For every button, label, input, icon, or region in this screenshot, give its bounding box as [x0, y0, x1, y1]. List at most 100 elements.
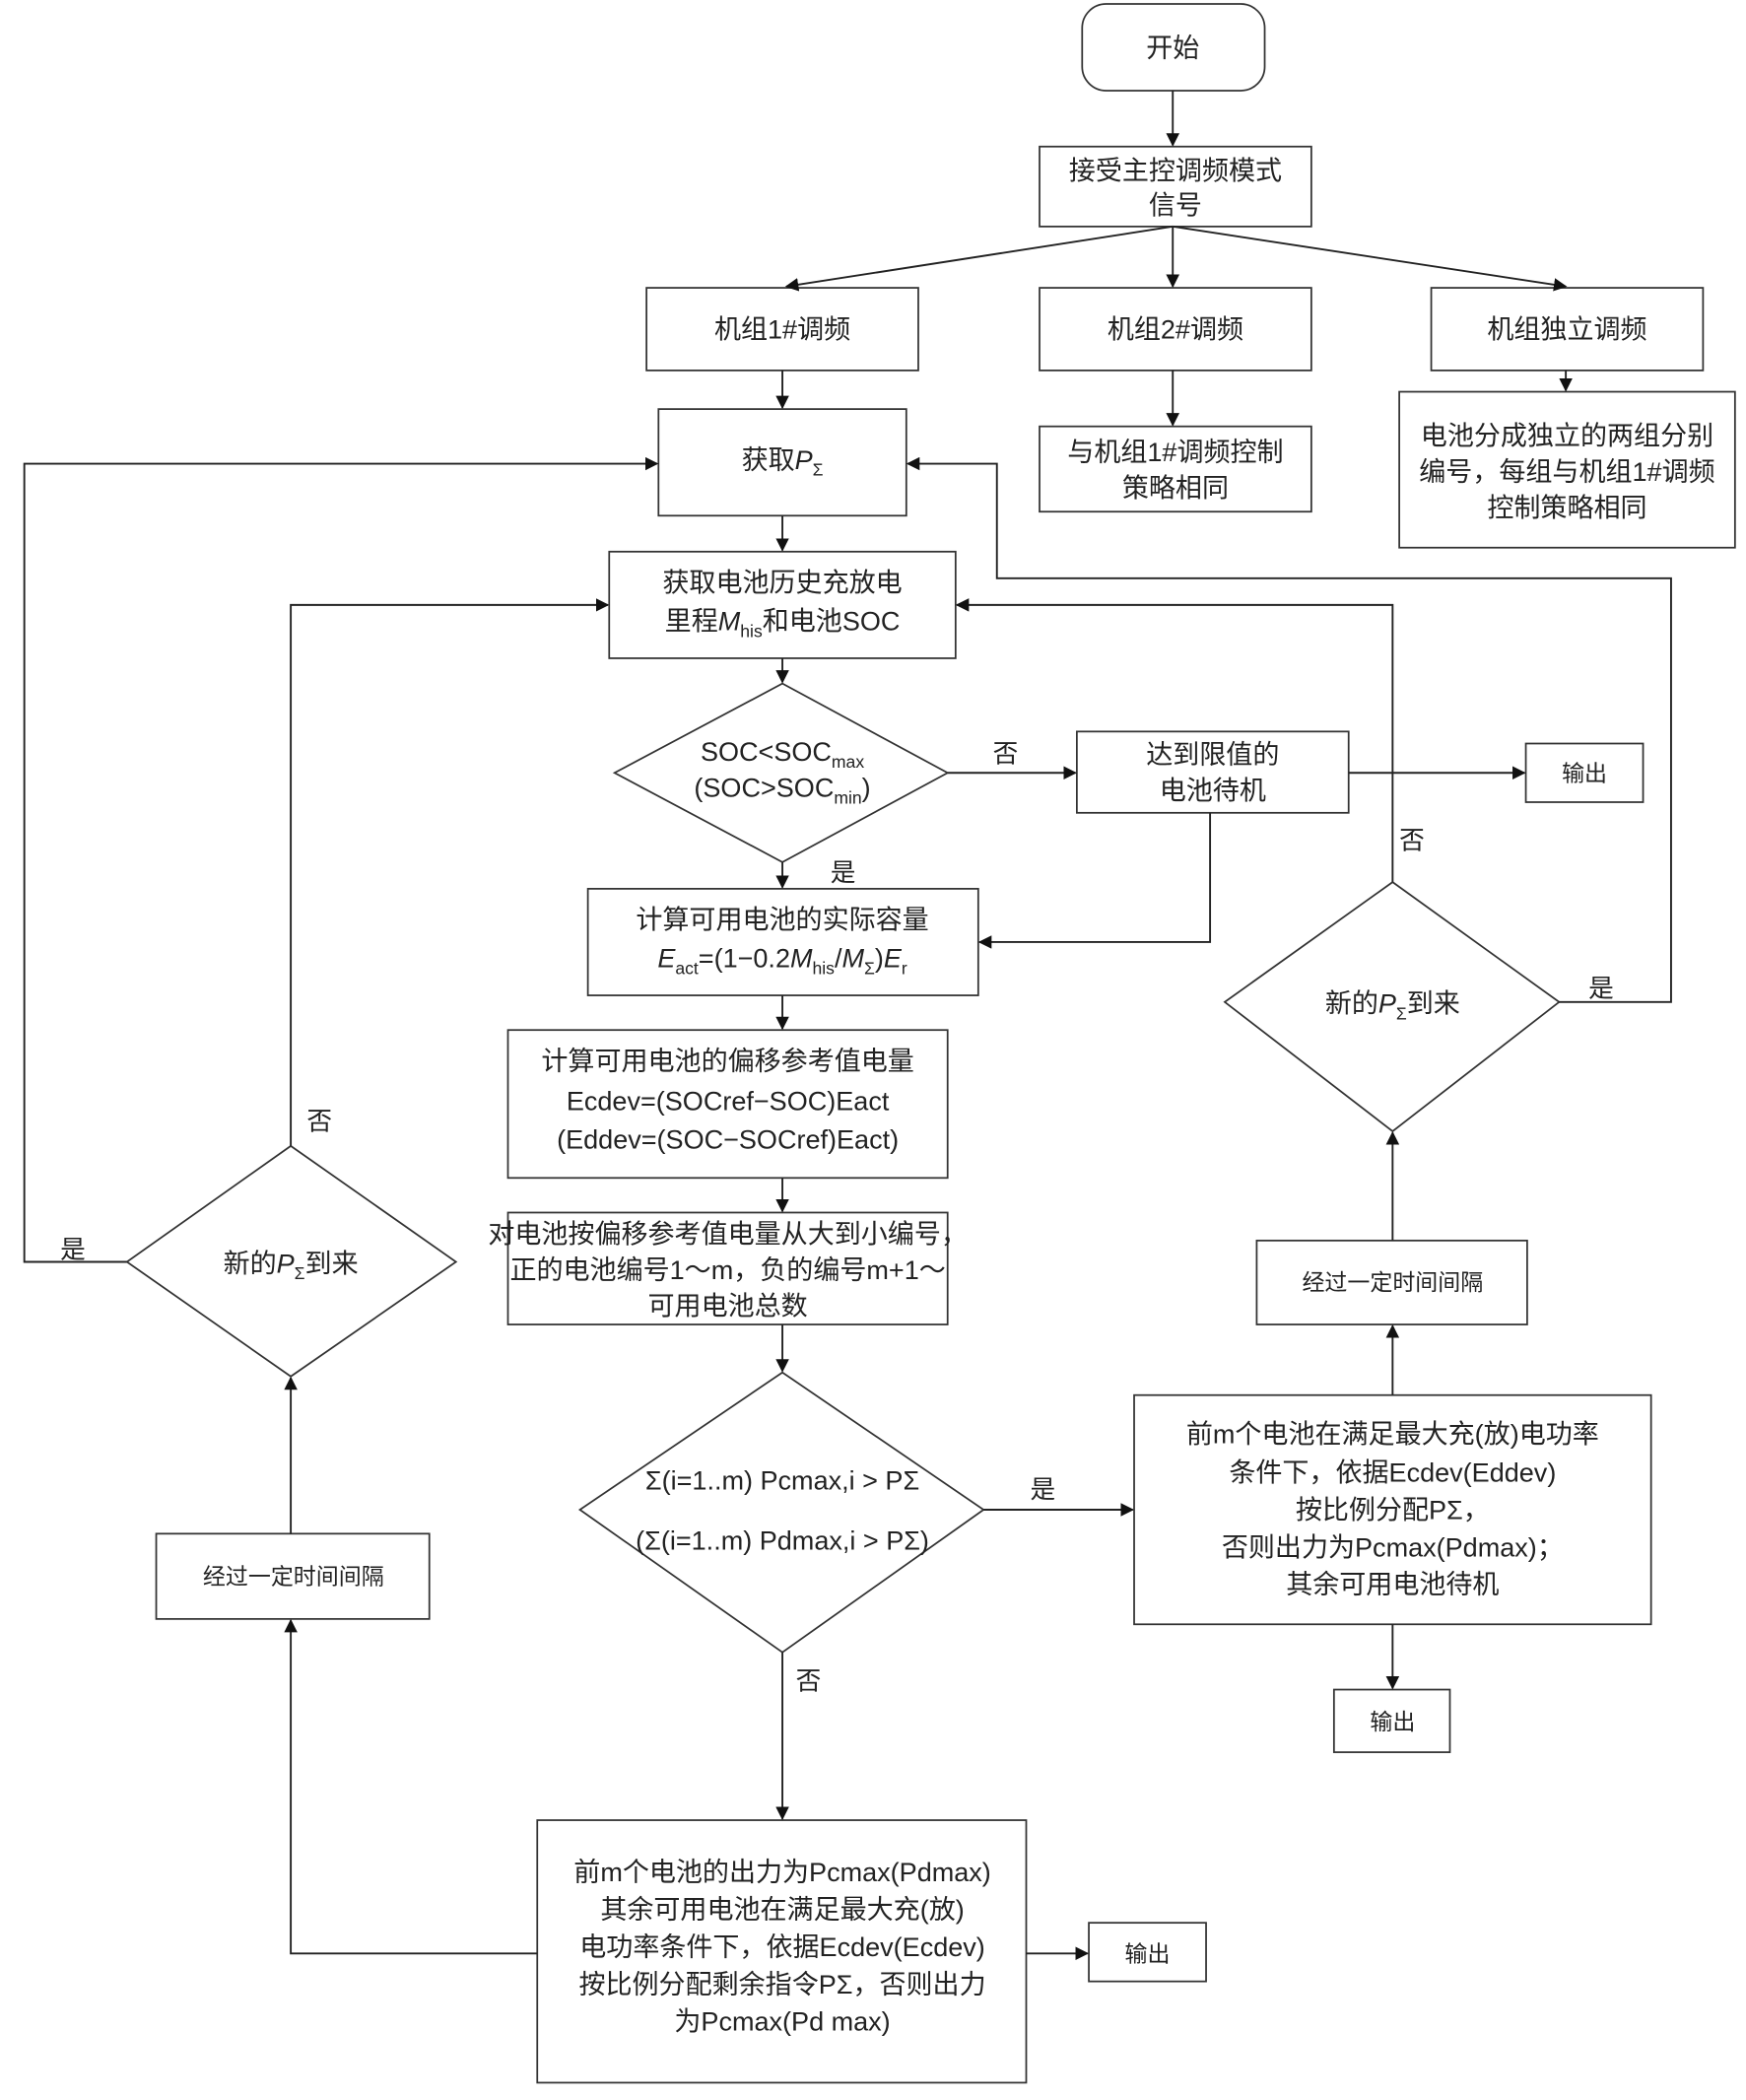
- numbering-line1: 对电池按偏移参考值电量从大到小编号，: [488, 1220, 968, 1250]
- bottom-alloc-line5: 为Pcmax(Pd max): [674, 2007, 890, 2037]
- receive-signal-line1: 接受主控调频模式: [1069, 157, 1282, 186]
- get-history-line1: 获取电池历史充放电: [662, 568, 902, 597]
- new-p-left-label: 新的PΣ到来: [224, 1249, 359, 1283]
- r-sub: r: [902, 958, 907, 978]
- bottom-alloc-line1: 前m个电池的出力为Pcmax(Pdmax): [573, 1858, 991, 1887]
- soc-close: ): [862, 774, 871, 803]
- soc-decision-line2: (SOC>SOCmin): [694, 774, 870, 808]
- history-post: 和电池SOC: [763, 607, 901, 637]
- e-symbol: E: [657, 944, 676, 974]
- independent-label: 机组独立调频: [1487, 314, 1646, 344]
- his-sub: his: [740, 621, 763, 641]
- new-p-right-no-label: 否: [1399, 827, 1425, 854]
- offset-line3: (Eddev=(SOC−SOCref)Eact): [557, 1125, 899, 1155]
- capacity-box: [586, 888, 979, 996]
- new-p-post: 到来: [1407, 989, 1460, 1019]
- numbering-line2: 正的电池编号1～m，负的编号m+1～: [509, 1255, 945, 1285]
- sigma-sub: Σ: [813, 460, 824, 480]
- soc-yes-label: 是: [831, 859, 856, 887]
- get-history-line2: 里程Mhis和电池SOC: [665, 607, 901, 642]
- offset-line2: Ecdev=(SOCref−SOC)Eact: [567, 1086, 890, 1116]
- output-label-1: 输出: [1562, 760, 1607, 785]
- new-p-left-yes-label: 是: [60, 1236, 86, 1263]
- unit2-label: 机组2#调频: [1108, 314, 1243, 344]
- numbering-line3: 可用电池总数: [648, 1292, 808, 1321]
- new-p-right-yes-label: 是: [1588, 975, 1614, 1002]
- output-box-2: [1332, 1688, 1451, 1753]
- soc-decision-line1: SOC<SOCmax: [701, 737, 864, 772]
- e-r-symbol: E: [884, 944, 903, 974]
- act-sub: act: [675, 958, 699, 978]
- m-symbol: M: [718, 607, 741, 637]
- slash: /: [835, 944, 842, 974]
- get-p-prefix: 获取: [742, 445, 795, 475]
- right-alloc-line5: 其余可用电池待机: [1286, 1570, 1499, 1599]
- m-his-symbol: M: [790, 944, 813, 974]
- right-alloc-box: [1133, 1393, 1652, 1626]
- soc-line1: SOC<SOC: [701, 737, 832, 767]
- capacity-line1: 计算可用电池的实际容量: [636, 905, 928, 934]
- right-alloc-line3: 按比例分配PΣ，: [1296, 1495, 1490, 1524]
- capacity-formula: Eact=(1−0.2Mhis/MΣ)Er: [657, 944, 907, 979]
- m-sigma-symbol: M: [841, 944, 864, 974]
- right-alloc-line2: 条件下，依据Ecdev(Eddev): [1229, 1458, 1556, 1488]
- right-alloc-line4: 否则出力为Pcmax(Pdmax)；: [1222, 1532, 1564, 1562]
- history-pre: 里程: [665, 607, 718, 637]
- max-sub: max: [832, 752, 864, 772]
- independent-note-line1: 电池分成独立的两组分别: [1421, 422, 1713, 451]
- sum-decision-line2: (Σ(i=1..m) Pdmax,i > PΣ): [636, 1526, 929, 1556]
- unit2-note-line2: 策略相同: [1122, 473, 1229, 503]
- time-interval-box-right: [1255, 1239, 1528, 1325]
- new-p-left-no-label: 否: [306, 1109, 332, 1136]
- independent-box: [1430, 287, 1705, 372]
- min-sub: min: [834, 787, 861, 807]
- output-box-1: [1524, 742, 1645, 803]
- right-alloc-line1: 前m个电池在满足最大充(放)电功率: [1186, 1419, 1599, 1449]
- new-p-pre: 新的: [1325, 989, 1378, 1019]
- soc-line2: (SOC>SOC: [694, 774, 834, 803]
- limit-standby-line1: 达到限值的: [1146, 740, 1279, 770]
- bottom-alloc-line4: 按比例分配剩余指令PΣ，否则出力: [578, 1970, 985, 1999]
- numbering-box: [506, 1211, 949, 1325]
- p-symbol-r: P: [1378, 989, 1396, 1019]
- close-paren: ): [875, 944, 884, 974]
- p-symbol-l: P: [277, 1249, 295, 1278]
- time-interval-right-label: 经过一定时间间隔: [1302, 1269, 1483, 1295]
- new-p-pre-l: 新的: [224, 1249, 277, 1278]
- independent-note-box: [1398, 390, 1736, 549]
- eq-part: =(1−0.2: [699, 944, 790, 974]
- p-symbol: P: [795, 445, 813, 475]
- offset-line1: 计算可用电池的偏移参考值电量: [541, 1047, 913, 1076]
- unit2-note-box: [1039, 425, 1312, 513]
- independent-note-line2: 编号，每组与机组1#调频: [1419, 457, 1714, 487]
- output-label-3: 输出: [1125, 1940, 1171, 1966]
- sigma-r: Σ: [1396, 1003, 1407, 1023]
- unit1-box: [645, 287, 919, 372]
- offset-box: [506, 1029, 949, 1180]
- receive-signal-box: [1039, 145, 1312, 228]
- sigma-l: Σ: [295, 1263, 305, 1283]
- unit2-box: [1039, 287, 1312, 372]
- output-box-3: [1088, 1922, 1207, 1983]
- independent-note-line3: 控制策略相同: [1487, 494, 1646, 523]
- bottom-alloc-line3: 电功率条件下，依据Ecdev(Ecdev): [579, 1932, 985, 1962]
- new-p-right-label: 新的PΣ到来: [1325, 989, 1460, 1024]
- limit-standby-line2: 电池待机: [1160, 776, 1266, 805]
- unit1-label: 机组1#调频: [714, 314, 850, 344]
- sum-no-label: 否: [796, 1668, 822, 1696]
- get-history-box: [608, 550, 957, 659]
- limit-standby-box: [1076, 730, 1350, 814]
- sum-yes-label: 是: [1031, 1476, 1056, 1504]
- sigma-sub2: Σ: [864, 958, 875, 978]
- bottom-alloc-box: [536, 1819, 1028, 2084]
- connectors: [23, 90, 1672, 1961]
- new-p-post-l: 到来: [305, 1249, 359, 1278]
- get-p-label: 获取PΣ: [742, 445, 824, 480]
- sum-decision-line1: Σ(i=1..m) Pcmax,i > PΣ: [645, 1466, 919, 1496]
- sum-decision-diamond: [577, 1371, 985, 1654]
- output-label-2: 输出: [1370, 1709, 1415, 1734]
- receive-signal-line2: 信号: [1149, 191, 1202, 221]
- soc-no-label: 否: [993, 740, 1019, 768]
- bottom-alloc-line2: 其余可用电池在满足最大充(放): [600, 1895, 964, 1925]
